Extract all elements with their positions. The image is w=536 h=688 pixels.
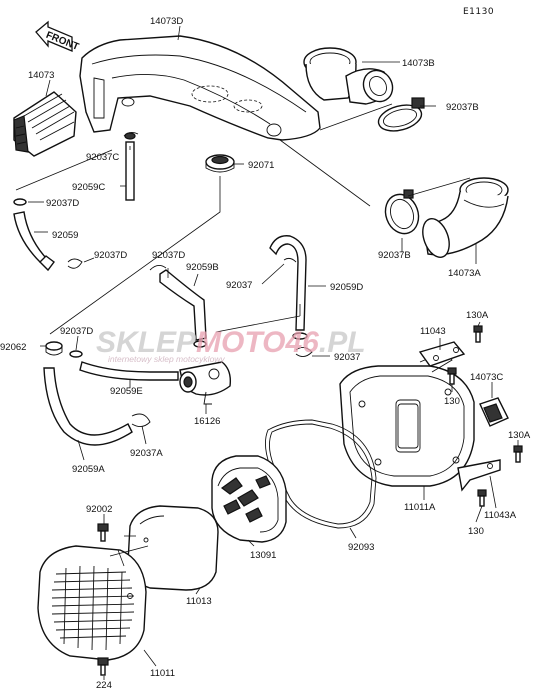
bracket-11043A [457, 459, 501, 492]
bolt-130-d [477, 489, 487, 507]
label-11043: 11043 [420, 326, 446, 337]
grommet-14073C [479, 397, 509, 427]
label-92037-a: 92037 [226, 280, 252, 291]
watermark-brand-mid: MOTO [196, 326, 285, 359]
label-92059D: 92059D [330, 282, 363, 293]
filter-element-13091 [211, 455, 287, 543]
label-92037D-c: 92037D [152, 250, 185, 261]
label-14073A: 14073A [448, 268, 481, 279]
label-14073C: 14073C [470, 372, 503, 383]
label-92037D-b: 92037D [94, 250, 127, 261]
part-labels: 14073D 14073 14073B 92037B 92037C 92071 … [0, 16, 531, 688]
funnel-14073B [303, 47, 394, 105]
elbow-14073A [422, 177, 509, 258]
label-11011: 11011 [150, 668, 175, 679]
hose-92059B [149, 265, 207, 348]
label-16126: 16126 [194, 416, 220, 427]
bolt-130A-a [473, 325, 483, 343]
label-92059C: 92059C [72, 182, 105, 193]
hose-92059A [43, 367, 133, 446]
label-92059: 92059 [52, 230, 78, 241]
clip-92037D-a [13, 198, 27, 206]
front-arrow-icon: FRONT [35, 20, 80, 53]
label-14073B: 14073B [402, 58, 435, 69]
label-92037D-a: 92037D [46, 198, 79, 209]
hose-92059D [269, 235, 308, 340]
label-224: 224 [96, 680, 112, 688]
valve-16126 [179, 361, 232, 405]
bolt-130A-c [513, 445, 523, 463]
label-92037D-d: 92037D [60, 326, 93, 337]
svg-text:SKLEPMOTO46.PL: SKLEPMOTO46.PL [96, 326, 366, 359]
grommet-92071 [205, 154, 235, 173]
watermark-brand-left: SKLEP [96, 326, 197, 359]
clip-92037D-b [67, 258, 83, 269]
label-92037-b: 92037 [334, 352, 360, 363]
bracket-11043 [418, 341, 466, 367]
intake-boot-14073 [13, 91, 77, 157]
diagram-code: E1130 [463, 7, 494, 17]
cover-grille-icon [51, 565, 135, 651]
label-11043A: 11043A [484, 510, 517, 521]
watermark: SKLEPMOTO46.PL internetowy sklep motocyk… [96, 326, 366, 364]
screw-224 [97, 657, 109, 676]
label-92093: 92093 [348, 542, 374, 553]
leader-lines [28, 25, 519, 680]
label-130A-a: 130A [466, 310, 489, 321]
label-92037A: 92037A [130, 448, 163, 459]
label-14073D: 14073D [150, 16, 183, 27]
clamp-92037B-mid [384, 189, 420, 235]
air-cleaner-case-11011A [339, 351, 475, 487]
filter-mesh-icon [220, 475, 271, 523]
label-130-d: 130 [468, 526, 484, 537]
clip-92037-b [295, 347, 313, 357]
label-92037C: 92037C [86, 152, 119, 163]
label-11013: 11013 [186, 596, 212, 607]
hose-92059 [13, 211, 55, 272]
label-92059B: 92059B [186, 262, 219, 273]
label-14073: 14073 [28, 70, 54, 81]
watermark-tagline: internetowy sklep motocyklowy [108, 354, 225, 364]
label-13091: 13091 [250, 550, 276, 561]
watermark-brand-num: 46 [284, 326, 319, 359]
hose-92059C [123, 131, 139, 201]
air-duct-14073D [79, 35, 321, 141]
label-130-b: 130 [444, 396, 460, 407]
label-11011A: 11011A [404, 502, 436, 513]
clamp-92037B-top [377, 97, 425, 132]
assembly-lines [15, 103, 471, 557]
clip-92037D-d [69, 350, 83, 358]
label-92062: 92062 [0, 342, 26, 353]
label-130A-c: 130A [508, 430, 531, 441]
cap-92062 [45, 341, 63, 356]
label-92037B-mid: 92037B [378, 250, 411, 261]
label-92059E: 92059E [110, 386, 143, 397]
screw-92002 [97, 523, 109, 542]
label-92071: 92071 [248, 160, 274, 171]
label-92037B-top: 92037B [446, 102, 479, 113]
label-92059A: 92059A [72, 464, 105, 475]
cover-11011 [37, 545, 147, 661]
watermark-brand-tld: .PL [319, 326, 366, 359]
hose-92059E [79, 361, 179, 381]
label-92002: 92002 [86, 504, 112, 515]
clip-92037A [131, 413, 151, 427]
